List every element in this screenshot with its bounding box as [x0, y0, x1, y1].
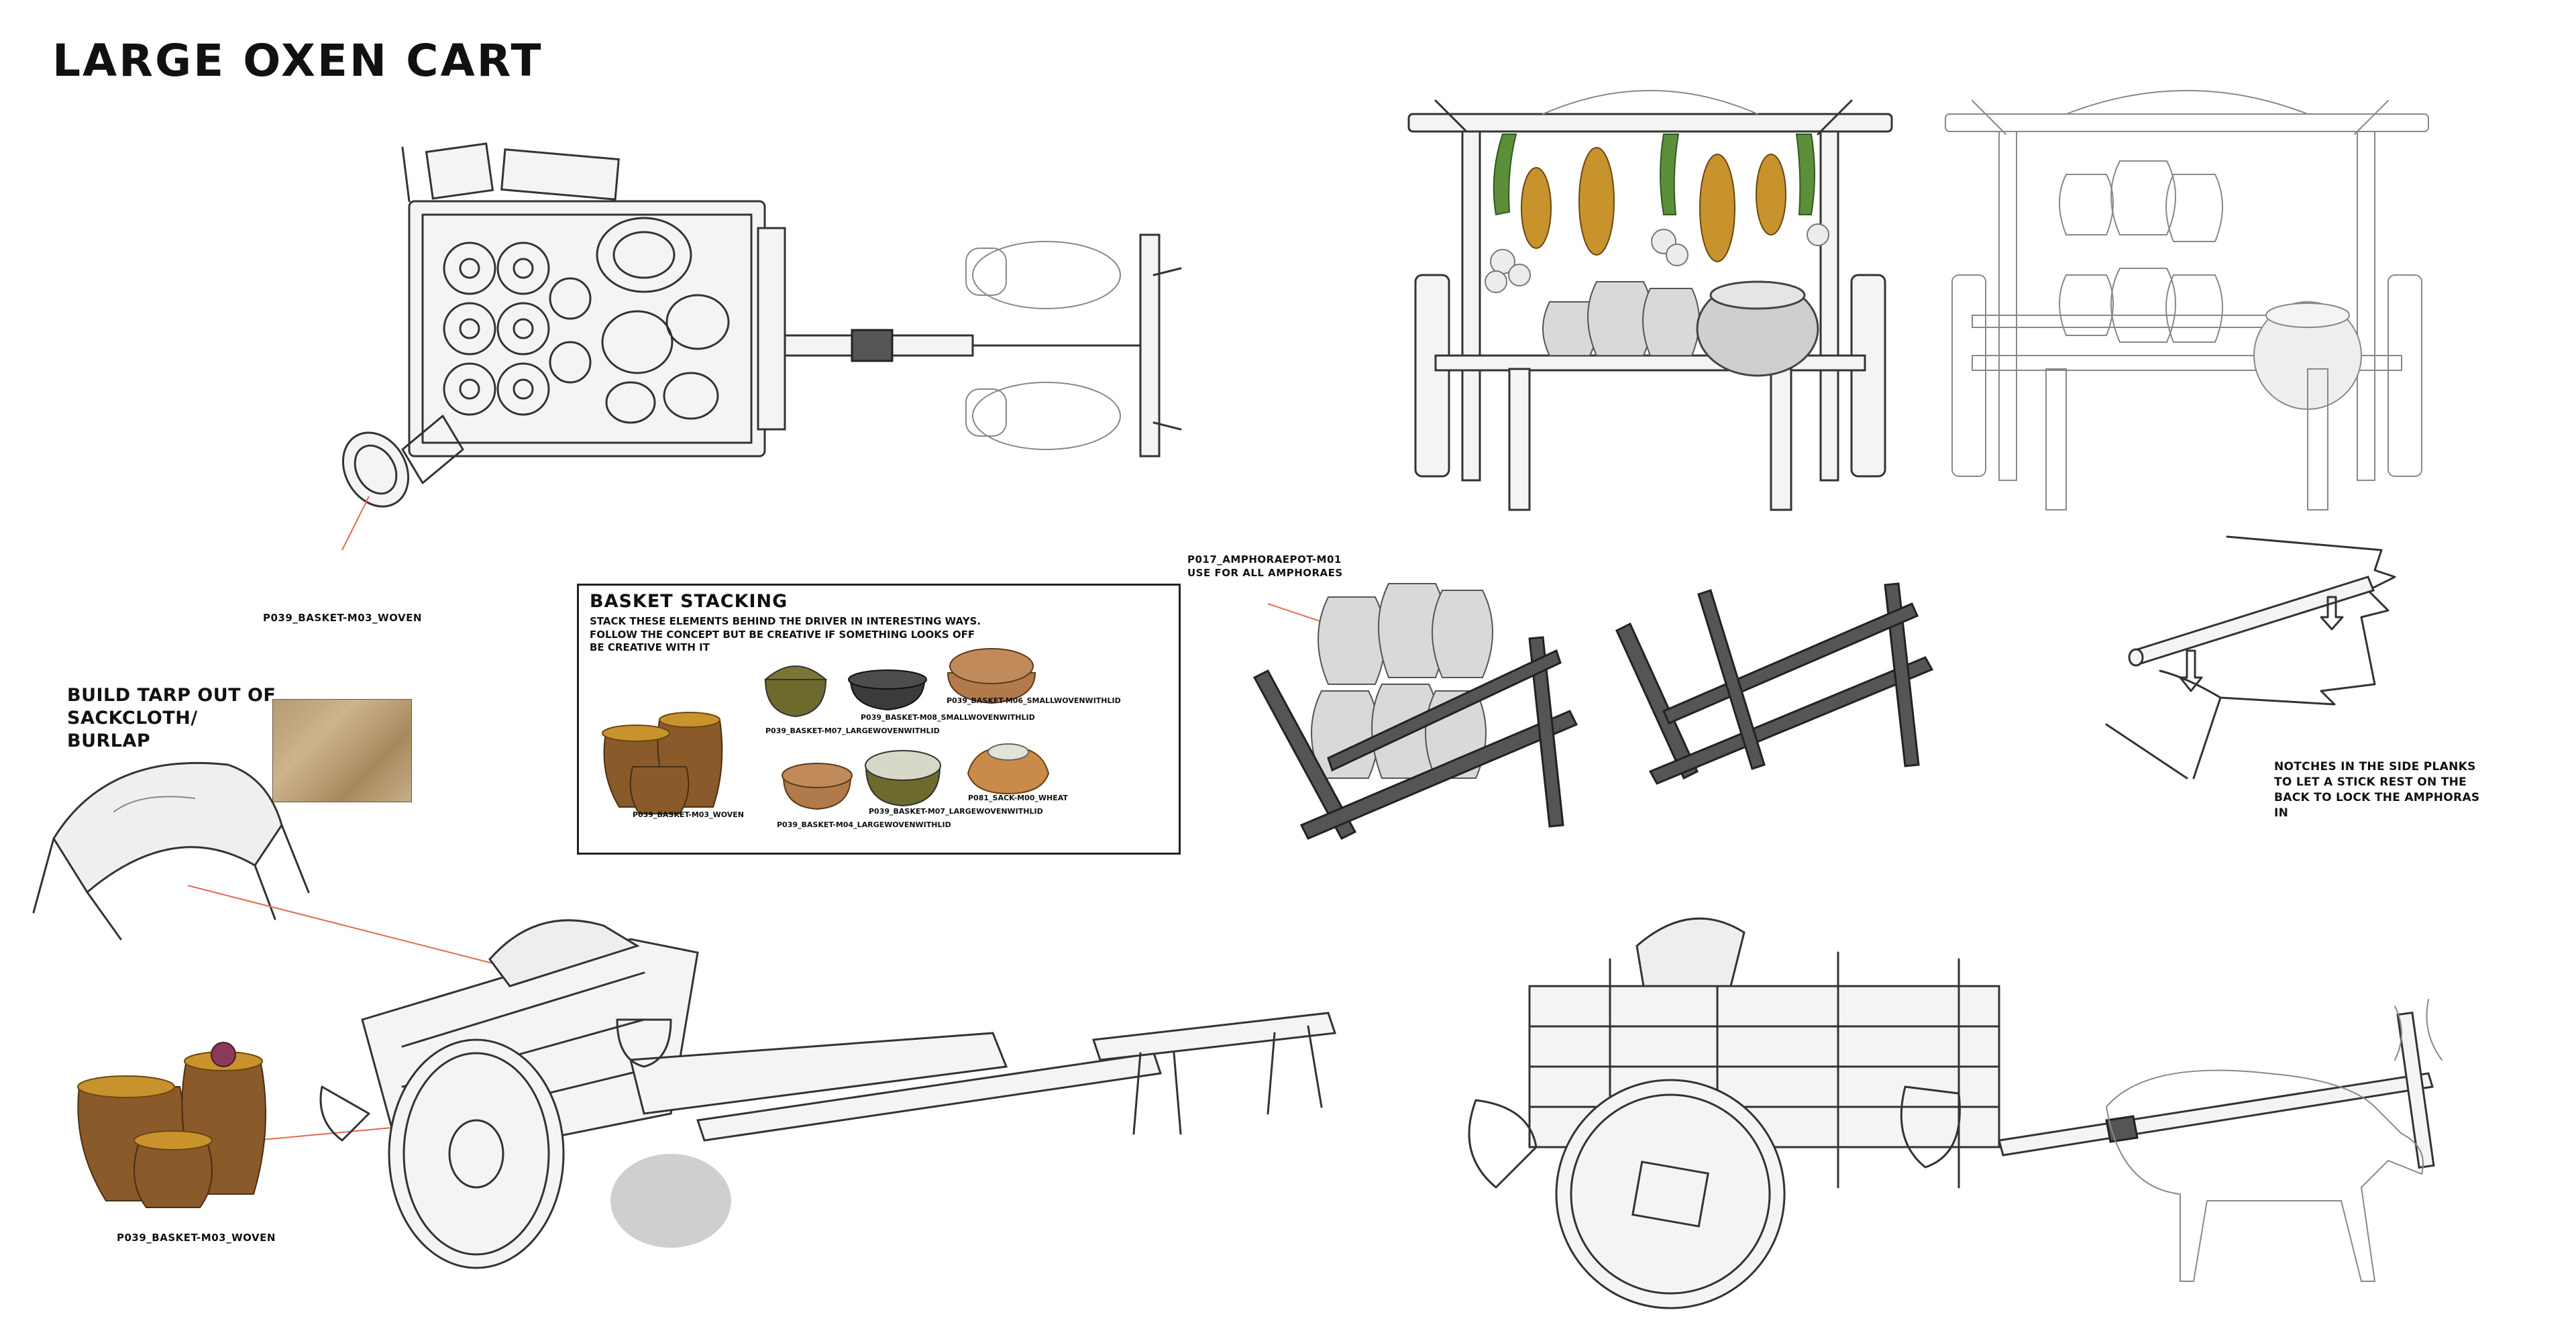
basket-label-m06: P039_BASKET-M06_SMALLWOVENWITHLID — [947, 696, 1121, 705]
basket-label-m07-b: P039_BASKET-M07_LARGEWOVENWITHLID — [869, 807, 1043, 816]
basket-stack-image — [602, 712, 723, 814]
tarp-label: BUILD TARP OUT OF SACKCLOTH/ BURLAP — [67, 685, 276, 751]
basket-m08-image — [848, 669, 927, 711]
basket-stacking-description: STACK THESE ELEMENTS BEHIND THE DRIVER I… — [590, 615, 981, 653]
basket-label-m04: P039_BASKET-M04_LARGEWOVENWITHLID — [777, 820, 951, 829]
cart-perspective-left — [187, 885, 1337, 1269]
amphora-rack-loaded — [1252, 583, 1578, 840]
basket-m04-image — [782, 763, 853, 810]
sheet-title: LARGE OXEN CART — [52, 35, 543, 87]
burlap-texture-swatch — [272, 699, 412, 802]
top-basket-label: P039_BASKET-M03_WOVEN — [263, 612, 422, 624]
notch-detail-sketch — [2105, 535, 2396, 780]
basket-stacking-panel: BASKET STACKING STACK THESE ELEMENTS BEH… — [577, 584, 1181, 855]
basket-m07-image — [763, 665, 828, 718]
basket-label-sack: P081_SACK-M00_WHEAT — [968, 794, 1068, 802]
notch-note: NOTCHES IN THE SIDE PLANKS TO LET A STIC… — [2274, 760, 2480, 820]
amphora-rack-empty — [1615, 582, 1934, 785]
basket-label-m07-a: P039_BASKET-M07_LARGEWOVENWITHLID — [765, 727, 940, 735]
basket-stacking-heading: BASKET STACKING — [590, 591, 788, 612]
wheat-sack-image — [967, 743, 1050, 795]
basket-m07b-image — [865, 750, 941, 807]
amphora-label-line1: P017_AMPHORAEPOT-M01 — [1187, 553, 1342, 566]
basket-label-m08: P039_BASKET-M08_SMALLWOVENWITHLID — [861, 713, 1035, 722]
tarp-sketch — [32, 761, 310, 941]
wicker-baskets-image — [77, 1042, 266, 1208]
cart-front-view-line — [1945, 90, 2429, 511]
basket-label-m03: P039_BASKET-M03_WOVEN — [633, 810, 745, 819]
cart-side-view-with-ox — [1468, 917, 2443, 1309]
bottom-basket-label: P039_BASKET-M03_WOVEN — [117, 1232, 276, 1244]
cart-front-view-color — [1407, 90, 1893, 511]
basket-m06-image — [947, 648, 1036, 704]
amphora-label: P017_AMPHORAEPOT-M01 USE FOR ALL AMPHORA… — [1187, 553, 1343, 580]
amphora-label-line2: USE FOR ALL AMPHORAES — [1187, 567, 1343, 580]
cart-top-view-sketch — [341, 142, 1182, 551]
